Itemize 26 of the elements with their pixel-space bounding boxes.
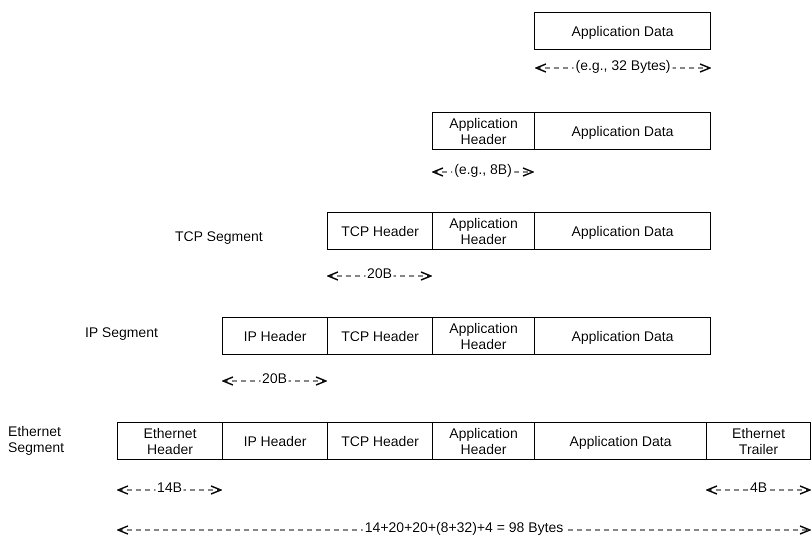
- dimension-label: 14+20+20+(8+32)+4 = 98 Bytes: [362, 520, 566, 534]
- packet-field: TCP Header: [327, 422, 433, 460]
- packet-field: Application Data: [534, 422, 707, 460]
- packet-field: Application Data: [534, 317, 711, 355]
- dimension-label: (e.g., 32 Bytes): [574, 58, 672, 72]
- packet-field: IP Header: [222, 422, 328, 460]
- packet-field: Application Data: [534, 12, 711, 50]
- dimension-label: 20B: [365, 266, 394, 280]
- packet-field: TCP Header: [327, 212, 433, 250]
- dimension-label: 20B: [260, 371, 289, 385]
- row-label: Ethernet Segment: [8, 423, 66, 455]
- packet-field: Application Data: [534, 112, 711, 150]
- dimension-label: (e.g., 8B): [452, 162, 514, 176]
- row-label: IP Segment: [85, 324, 159, 340]
- dimension-label: 14B: [155, 480, 184, 494]
- row-label: TCP Segment: [175, 228, 264, 244]
- packet-field: Application Header: [432, 422, 535, 460]
- packet-field: Ethernet Header: [117, 422, 223, 460]
- packet-field: Application Header: [432, 212, 535, 250]
- packet-field: TCP Header: [327, 317, 433, 355]
- dimension-label: 4B: [748, 480, 770, 494]
- packet-field: Ethernet Trailer: [706, 422, 811, 460]
- packet-field: Application Header: [432, 112, 535, 150]
- packet-field: Application Data: [534, 212, 711, 250]
- packet-field: IP Header: [222, 317, 328, 355]
- packet-field: Application Header: [432, 317, 535, 355]
